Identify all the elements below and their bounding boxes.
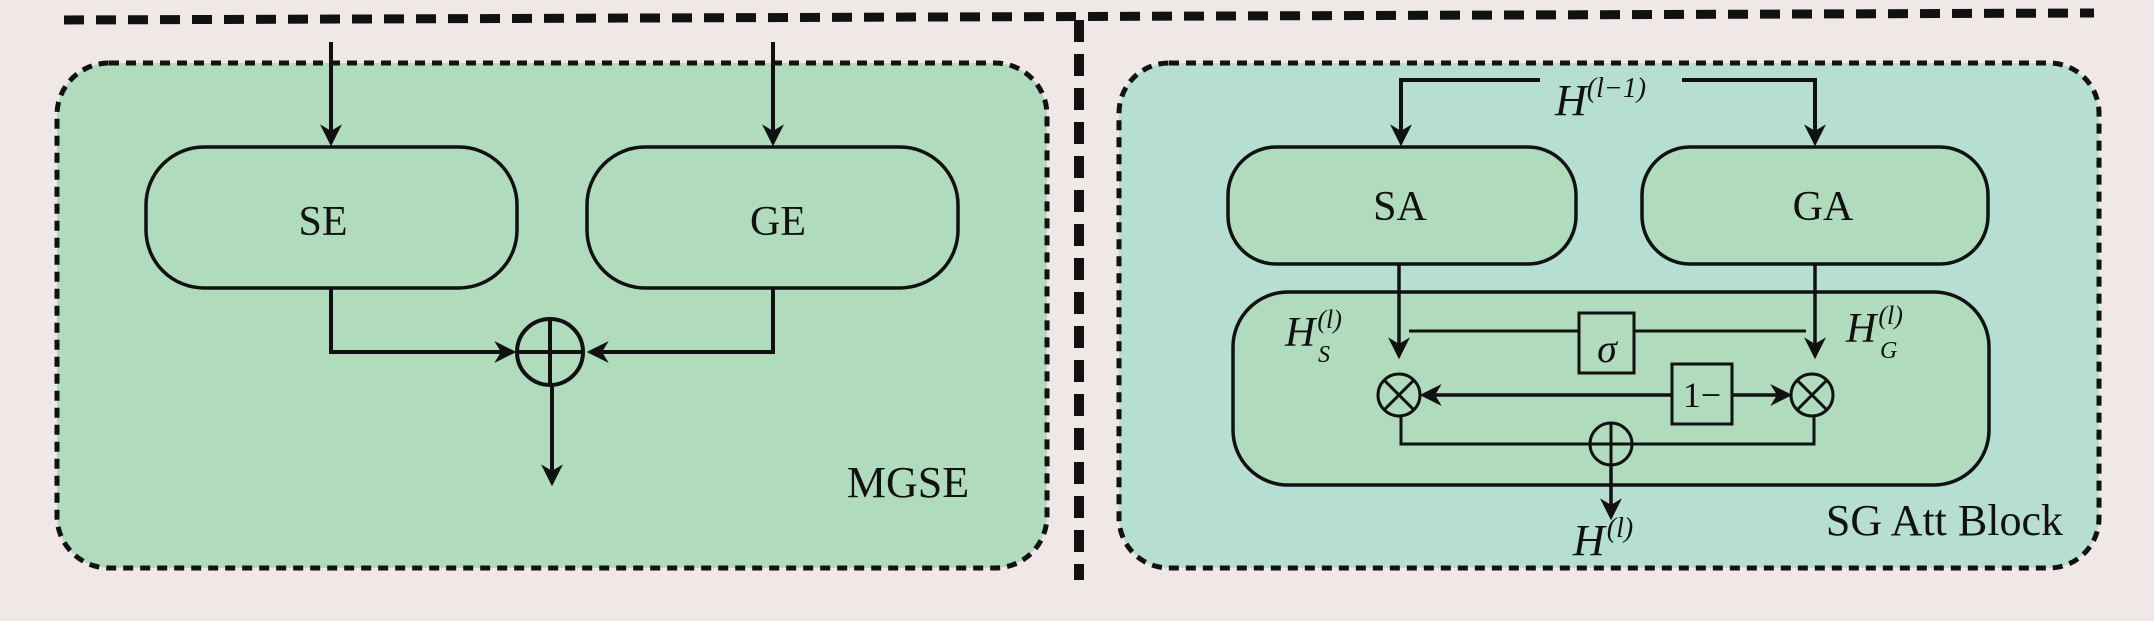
left-product-to-sum-line xyxy=(1399,416,1592,446)
sigma-gate-box xyxy=(1577,311,1636,375)
hs-label: H(l) xyxy=(1284,305,1342,356)
top-divider-line xyxy=(63,8,2095,25)
ge-to-combine-arrow xyxy=(586,288,775,363)
sg-att-block-title: SG Att Block xyxy=(1826,496,2063,545)
sum-node xyxy=(1588,421,1634,467)
se-to-combine-arrow xyxy=(329,288,517,363)
ga-module-label: GA xyxy=(1793,184,1854,230)
hs-label-subscript: S xyxy=(1318,342,1330,368)
mgse-combine-node xyxy=(515,317,585,387)
sg-att-block-panel: H(l−1) SA GA H(l) S H(l) G σ xyxy=(1116,60,2102,571)
input-to-sa-arrow xyxy=(1390,78,1540,147)
sigma-gate-label: σ xyxy=(1597,326,1618,371)
right-product-to-sum-line xyxy=(1632,416,1816,446)
sa-module-label: SA xyxy=(1373,184,1427,230)
input-h-label: H(l−1) xyxy=(1554,73,1646,125)
sa-module-box xyxy=(1226,145,1578,266)
mgse-title: MGSE xyxy=(847,458,969,507)
hg-label-subscript: G xyxy=(1880,338,1897,364)
input-to-ga-arrow xyxy=(1682,78,1826,147)
output-h-label: H(l) xyxy=(1572,513,1633,565)
one-minus-label: 1− xyxy=(1683,375,1721,415)
se-module-label: SE xyxy=(298,199,347,245)
mgse-panel: SE GE MGSE xyxy=(54,42,1050,571)
one-minus-box xyxy=(1670,362,1734,426)
hg-label: H(l) xyxy=(1845,301,1903,352)
ge-module-label: GE xyxy=(750,199,806,245)
